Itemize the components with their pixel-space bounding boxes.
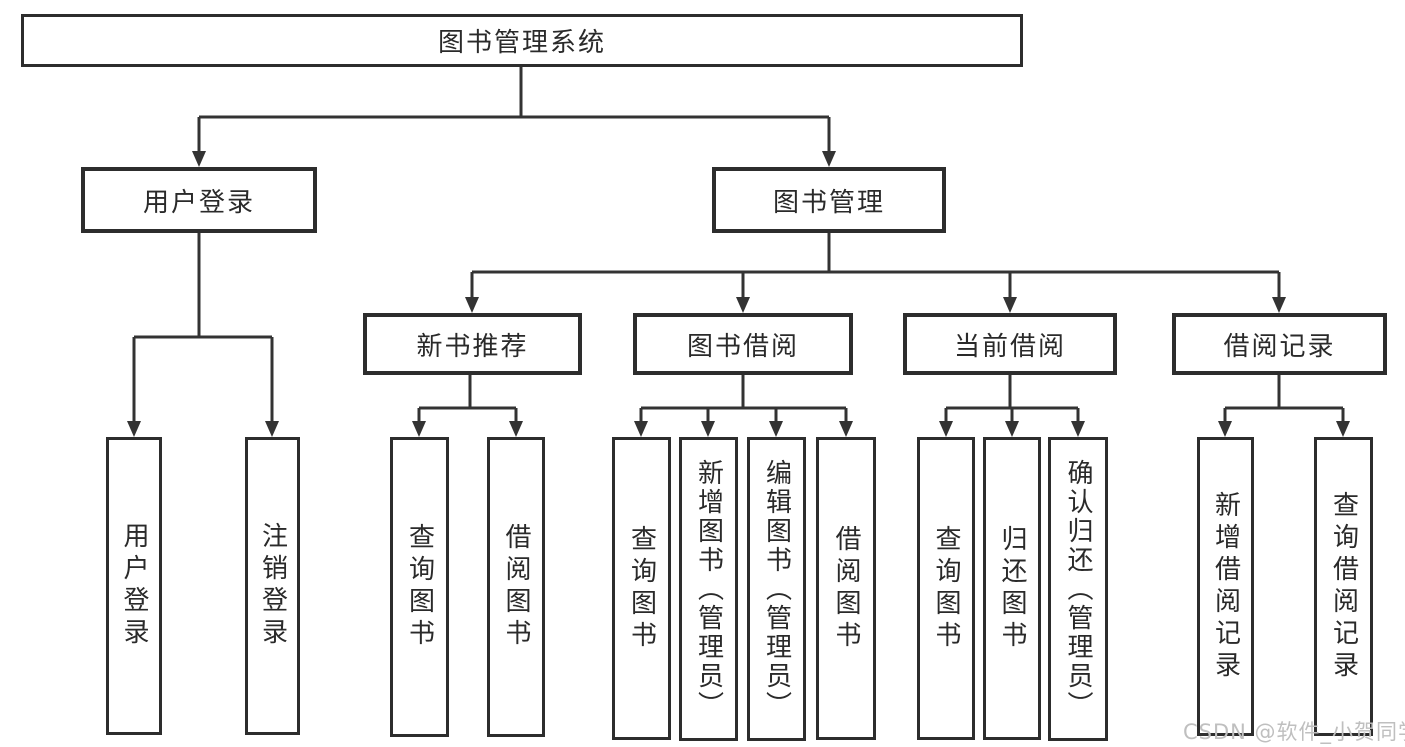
connector-root — [197, 67, 831, 153]
leaf-borrow-add-label: 新增图书（管理员） — [693, 458, 724, 720]
leaf-user-login: 用户登录 — [106, 437, 162, 735]
leaf-newbook-borrow: 借阅图书 — [487, 437, 545, 737]
leaf-borrow-edit: 编辑图书（管理员） — [747, 437, 806, 741]
leaf-borrow-query: 查询图书 — [612, 437, 671, 740]
leaf-logout-label: 注销登录 — [257, 522, 288, 650]
node-book-management-label: 图书管理 — [772, 187, 885, 218]
node-borrow-records: 借阅记录 — [1172, 313, 1387, 375]
node-root: 图书管理系统 — [21, 14, 1023, 67]
node-current-borrow: 当前借阅 — [903, 313, 1117, 375]
leaf-current-confirm-label: 确认归还（管理员） — [1063, 458, 1093, 720]
node-current-borrow-label: 当前借阅 — [953, 331, 1066, 362]
connector-new-book — [417, 375, 518, 423]
leaf-newbook-query-label: 查询图书 — [404, 523, 435, 651]
leaf-borrow-edit-label: 编辑图书（管理员） — [761, 458, 792, 720]
node-new-book-recommend: 新书推荐 — [363, 313, 582, 375]
connector-book-management — [470, 233, 1281, 299]
node-new-book-recommend-label: 新书推荐 — [416, 331, 529, 362]
leaf-borrow-add: 新增图书（管理员） — [679, 437, 738, 741]
leaf-records-add-label: 新增借阅记录 — [1210, 490, 1241, 683]
leaf-records-query: 查询借阅记录 — [1314, 437, 1373, 736]
leaf-borrow-query-label: 查询图书 — [626, 524, 657, 653]
node-book-management: 图书管理 — [712, 167, 946, 233]
leaf-current-return-label: 归还图书 — [997, 524, 1027, 653]
node-book-borrow: 图书借阅 — [633, 313, 853, 375]
leaf-current-return: 归还图书 — [983, 437, 1041, 740]
csdn-watermark: CSDN @软件_小贺同学 — [1183, 720, 1405, 744]
node-user-login-label: 用户登录 — [142, 187, 255, 218]
leaf-newbook-query: 查询图书 — [390, 437, 449, 737]
leaf-current-query-label: 查询图书 — [931, 524, 961, 653]
leaf-borrow-borrow: 借阅图书 — [816, 437, 876, 740]
connector-records — [1223, 375, 1345, 423]
node-book-borrow-label: 图书借阅 — [686, 331, 799, 362]
leaf-current-query: 查询图书 — [917, 437, 975, 740]
node-user-login: 用户登录 — [81, 167, 317, 233]
leaf-user-login-label: 用户登录 — [119, 522, 149, 650]
leaf-newbook-borrow-label: 借阅图书 — [501, 523, 531, 651]
arrowheads — [127, 151, 1350, 437]
leaf-logout: 注销登录 — [245, 437, 300, 735]
leaf-current-confirm: 确认归还（管理员） — [1048, 437, 1108, 741]
node-borrow-records-label: 借阅记录 — [1223, 331, 1336, 362]
connector-borrow — [639, 375, 848, 423]
leaf-borrow-borrow-label: 借阅图书 — [831, 524, 861, 653]
connector-current — [944, 375, 1080, 423]
connector-user-login — [132, 233, 274, 423]
leaf-records-query-label: 查询借阅记录 — [1328, 490, 1359, 683]
leaf-records-add: 新增借阅记录 — [1197, 437, 1254, 736]
node-root-label: 图书管理系统 — [437, 28, 606, 58]
